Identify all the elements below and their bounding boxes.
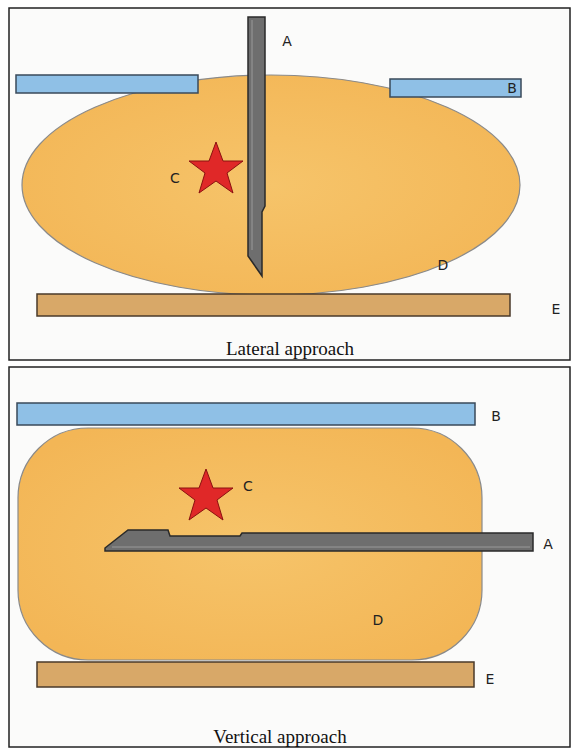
part-letter: C [170, 171, 180, 185]
panel-caption: Lateral approach [226, 339, 354, 358]
target-star [189, 142, 243, 193]
target-star [179, 469, 233, 520]
part-letter: E [486, 672, 495, 686]
blade [248, 17, 265, 276]
part-letter: C [243, 479, 253, 493]
upper-layer-bar [16, 75, 198, 93]
part-letter: B [507, 81, 517, 95]
part-letter: A [543, 537, 553, 551]
panel-frame [9, 367, 570, 747]
panel-caption: Vertical approach [213, 727, 346, 746]
part-letter: E [552, 302, 561, 316]
tissue-ellipse [22, 75, 520, 295]
panel-frame [9, 8, 570, 360]
blade-edge [112, 547, 530, 548]
part-letter: D [373, 613, 384, 627]
blade-edge [252, 20, 253, 250]
part-letter: A [282, 34, 292, 48]
lower-layer-bar [37, 662, 474, 687]
upper-layer-bar [17, 403, 475, 425]
blade [105, 530, 533, 551]
part-letter: D [438, 258, 449, 272]
part-letter: B [491, 409, 501, 423]
lower-layer-bar [37, 294, 510, 316]
upper-layer-bar [390, 79, 521, 97]
